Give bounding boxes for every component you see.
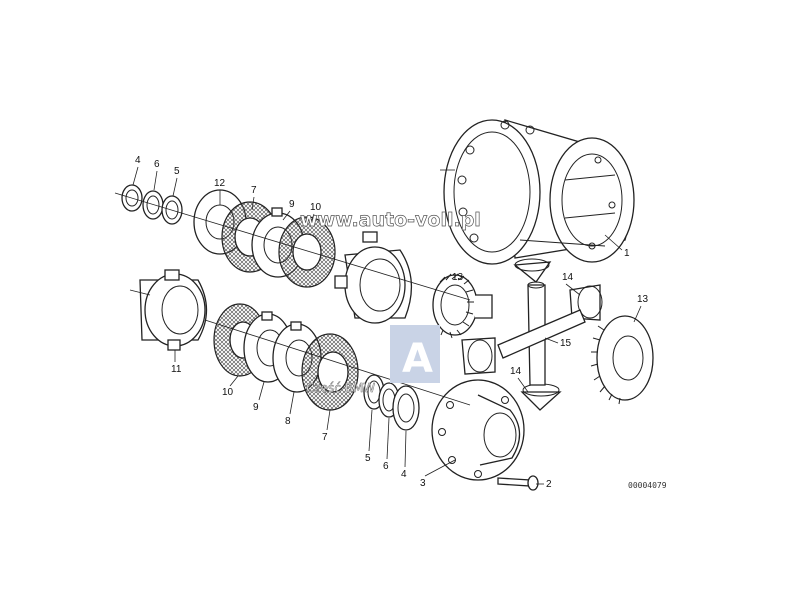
callout-7-bottom: 7: [322, 432, 328, 443]
callout-1: 1: [624, 248, 630, 259]
lower-washer-4: [392, 385, 420, 431]
callout-12: 12: [214, 178, 226, 189]
watermark-url: www.auto-voll.pl: [300, 209, 481, 231]
upper-pressure-ring: [334, 231, 413, 324]
callout-4-bottom: 4: [401, 469, 407, 480]
watermark-logo: A: [390, 325, 440, 383]
callout-14-bottom: 14: [510, 366, 522, 377]
callout-4-top: 4: [135, 155, 141, 166]
pinion-gear-14-top-left: [513, 258, 552, 283]
callout-7-top: 7: [251, 185, 257, 196]
side-gear-13-upper: [432, 273, 493, 339]
housing-part-1: [440, 119, 635, 265]
callout-8: 8: [285, 416, 291, 427]
upper-friction-disc-10: [278, 216, 336, 288]
callout-15: 15: [560, 338, 572, 349]
callout-5-bottom: 5: [365, 453, 371, 464]
cross-shaft-15: [497, 281, 586, 386]
upper-washer-6: [142, 190, 164, 220]
catalog-number: 00004079: [628, 481, 667, 490]
callout-5-top: 5: [174, 166, 180, 177]
callout-13-right: 13: [637, 294, 649, 305]
callout-14-top: 14: [562, 272, 574, 283]
side-gear-13-right: [590, 315, 654, 405]
pinion-gear-14-bottom: [520, 383, 562, 411]
pressure-ring-11: [139, 269, 208, 351]
callout-11: 11: [171, 364, 182, 375]
callout-10-bottom: 10: [222, 387, 234, 398]
cover-flange-3: [431, 379, 525, 481]
callout-13-left: 13: [452, 272, 464, 283]
callouts: 1 2 3 4 6 5 12 7 9 10 13 14 13 15 14 11 …: [132, 155, 649, 490]
bolt-2: [497, 475, 539, 491]
callout-6-top: 6: [154, 159, 160, 170]
lower-friction-disc-7: [301, 333, 359, 411]
callout-3: 3: [420, 478, 426, 489]
callout-10-top: 10: [310, 202, 322, 213]
callout-9-top: 9: [289, 199, 295, 210]
watermark-caption: Część BMW: [306, 381, 375, 395]
callout-6-bottom: 6: [383, 461, 389, 472]
callout-9-bottom: 9: [253, 402, 259, 413]
watermark-logo-letter: A: [402, 336, 433, 382]
pinion-gear-14-lower-left: [461, 337, 496, 375]
callout-2: 2: [546, 479, 552, 490]
assembly-axis-lines: [114, 192, 471, 406]
